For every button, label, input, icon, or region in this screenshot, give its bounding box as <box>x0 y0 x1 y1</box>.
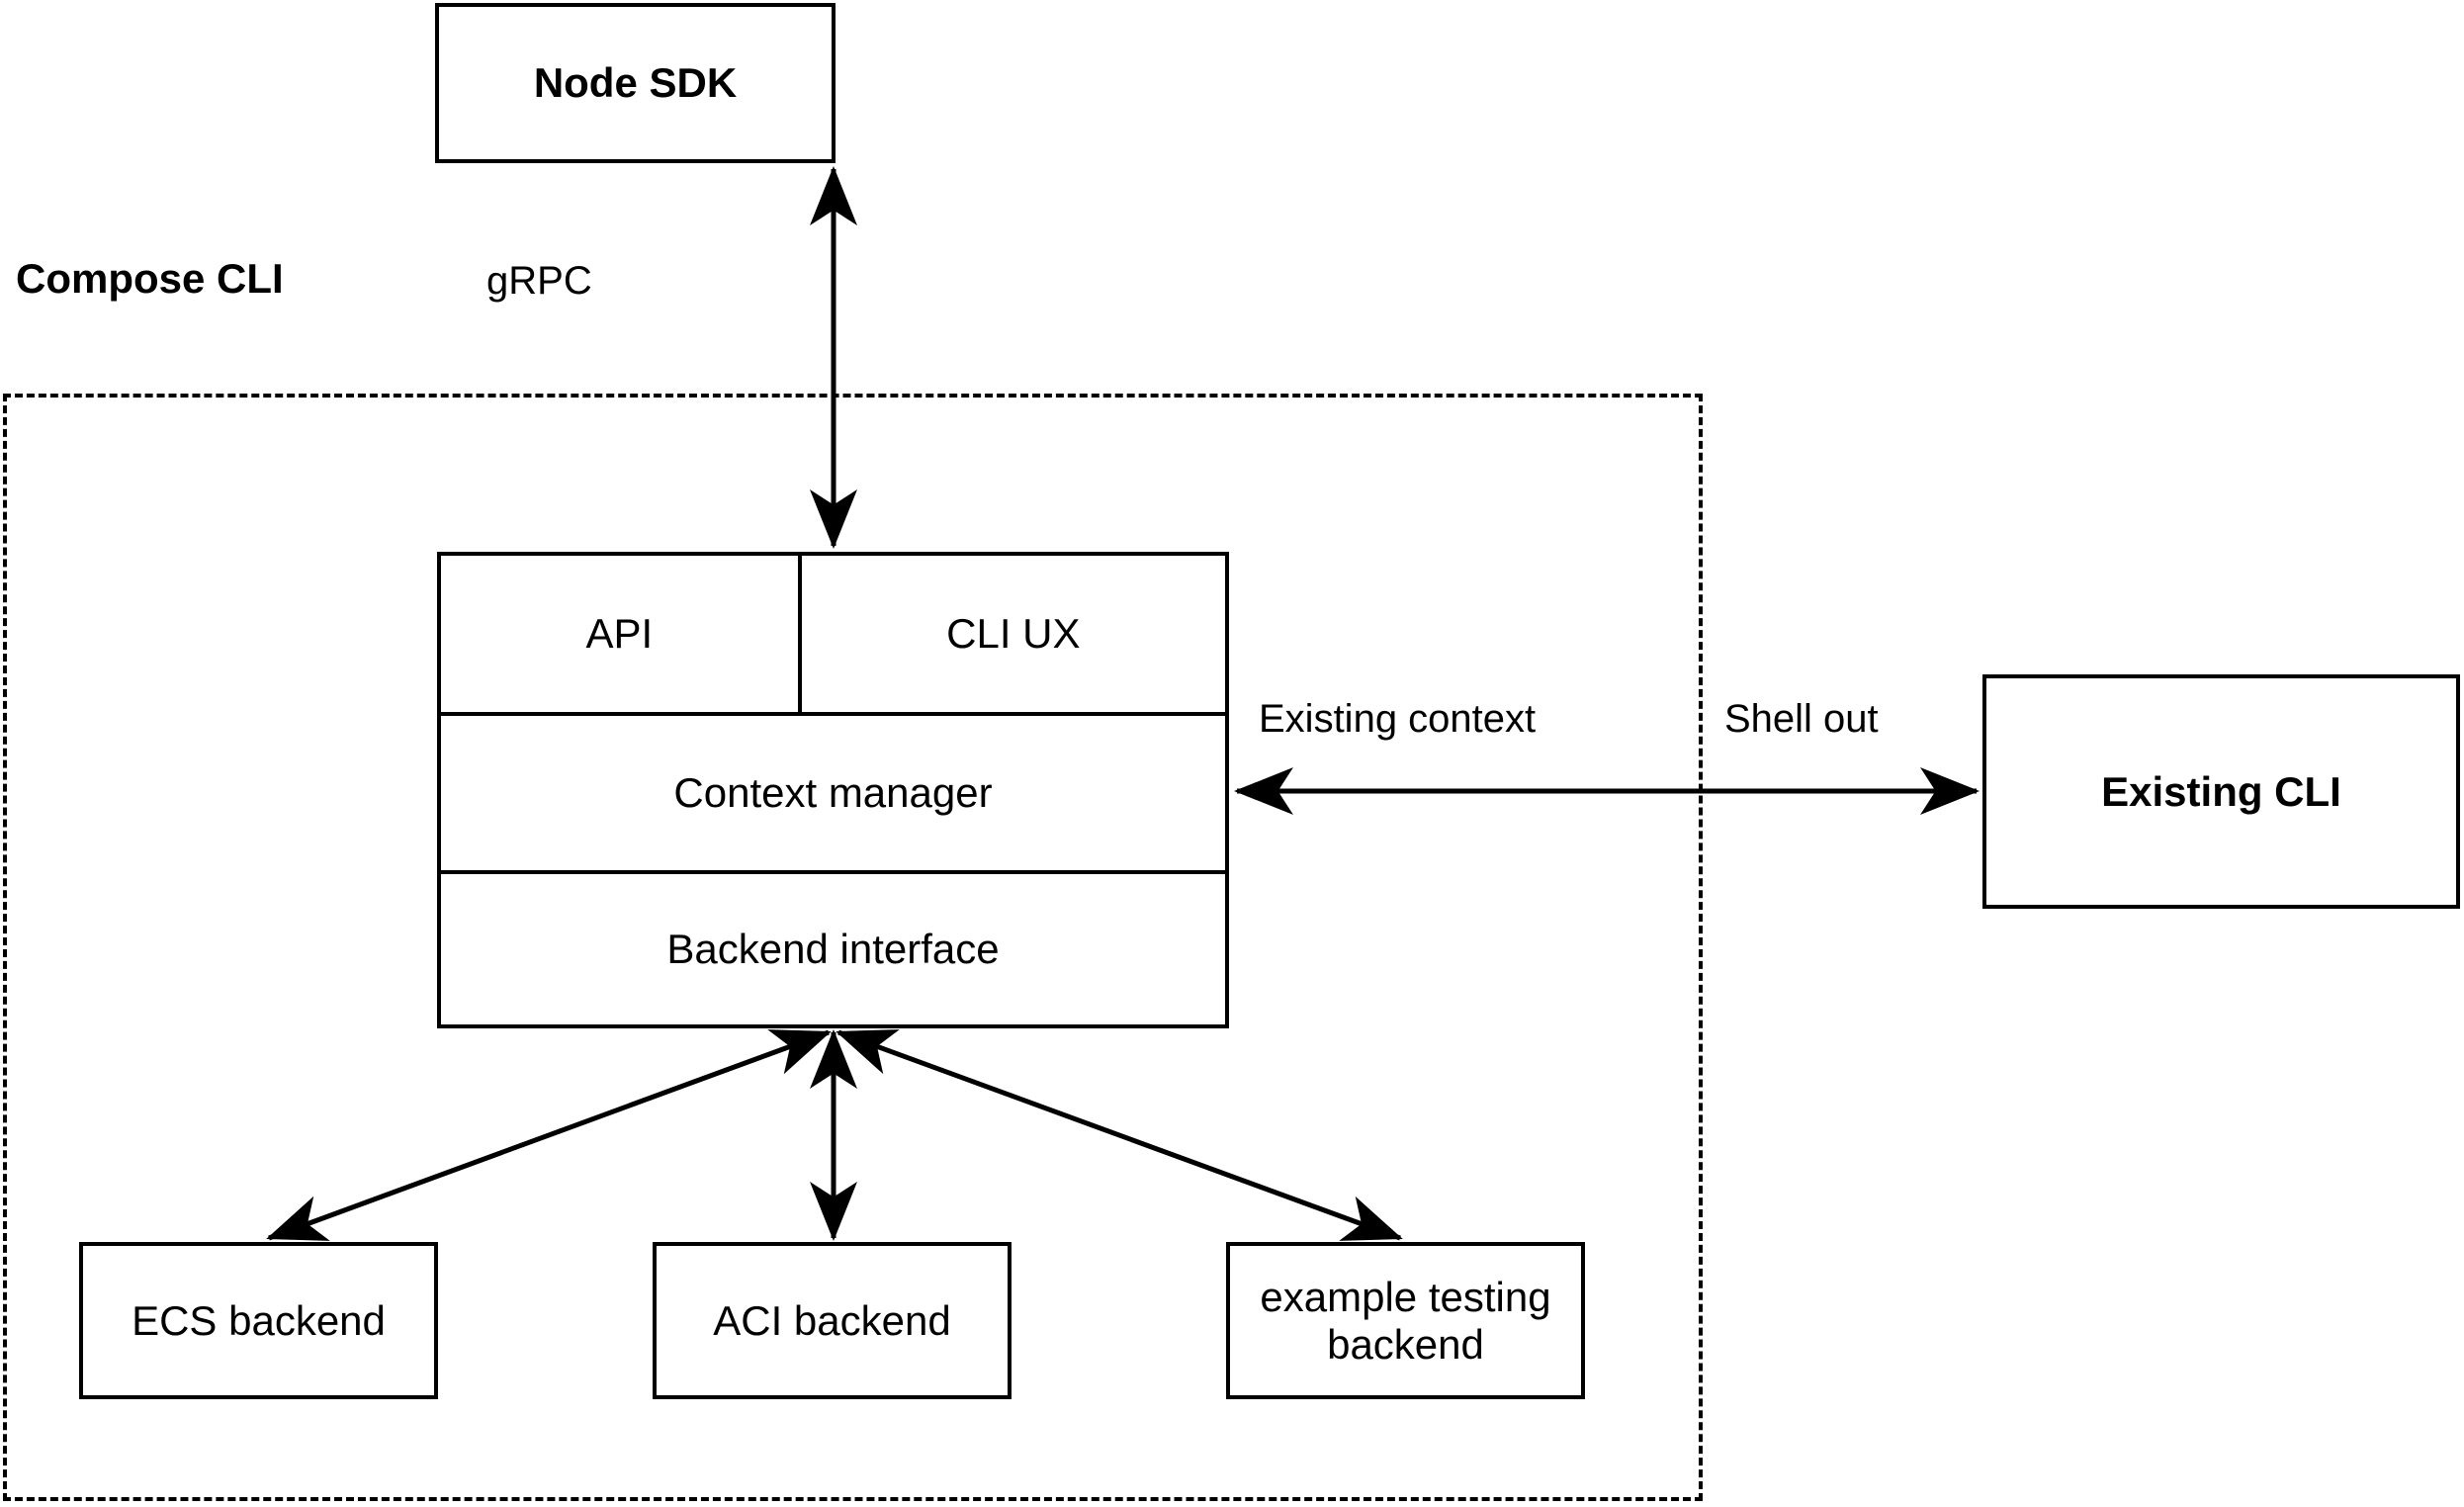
stack-cell-cli-ux: CLI UX <box>797 556 1225 712</box>
ecs-backend-box: ECS backend <box>79 1242 438 1399</box>
stack-row-api-cliux: API CLI UX <box>441 556 1225 712</box>
edge-backend-ecs-line <box>266 1029 832 1241</box>
stack-cell-api: API <box>441 556 798 712</box>
node-sdk-label: Node SDK <box>533 59 738 107</box>
api-label: API <box>585 610 654 657</box>
example-testing-backend-label-line2: backend <box>1327 1320 1484 1368</box>
cli-ux-label: CLI UX <box>946 610 1081 657</box>
compose-cli-core-stack: API CLI UX Context manager Backend inter… <box>437 552 1229 1028</box>
ecs-backend-label: ECS backend <box>132 1296 386 1344</box>
context-manager-label: Context manager <box>673 769 993 816</box>
stack-row-backend-interface: Backend interface <box>441 870 1225 1024</box>
compose-cli-group-title: Compose CLI <box>16 255 284 302</box>
edge-label-shell-out: Shell out <box>1724 697 1879 741</box>
edge-label-existing-context: Existing context <box>1259 697 1537 741</box>
edge-label-grpc: gRPC <box>486 259 592 303</box>
existing-cli-box: Existing CLI <box>1982 674 2460 909</box>
existing-cli-label: Existing CLI <box>2101 767 2341 815</box>
backend-interface-label: Backend interface <box>666 926 1000 972</box>
edge-backend-example-line <box>836 1029 1403 1241</box>
example-testing-backend-label: example testing backend <box>1230 1274 1581 1369</box>
example-testing-backend-box: example testing backend <box>1226 1242 1585 1399</box>
aci-backend-label: ACI backend <box>713 1296 951 1344</box>
example-testing-backend-label-line1: example testing <box>1260 1273 1551 1320</box>
stack-cell-context-manager: Context manager <box>441 716 1225 870</box>
aci-backend-box: ACI backend <box>653 1242 1012 1399</box>
stack-row-context-manager: Context manager <box>441 712 1225 870</box>
stack-cell-backend-interface: Backend interface <box>441 874 1225 1024</box>
node-sdk-box: Node SDK <box>435 3 836 163</box>
